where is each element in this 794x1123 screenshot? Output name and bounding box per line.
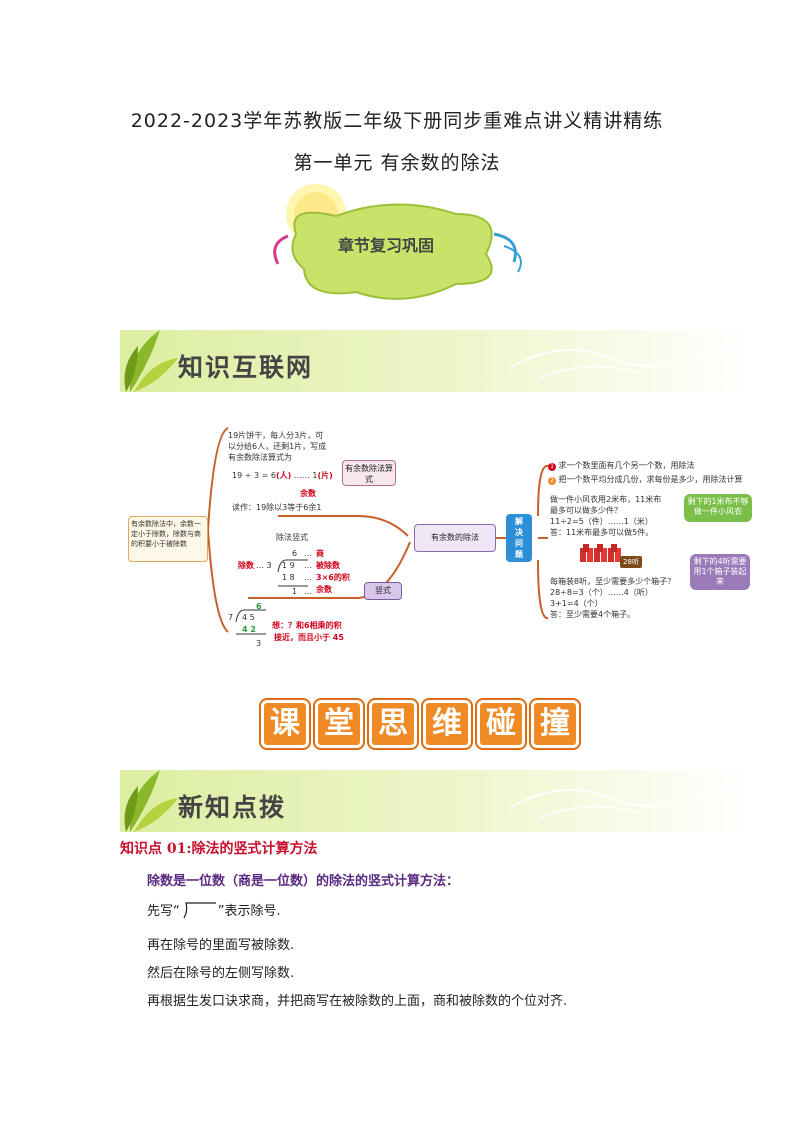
p2-line3: 3+1=4（个） [550,599,603,608]
eq-c: …… 1 [293,471,318,480]
knowledge-subtitle: 除数是一位数（商是一位数）的除法的竖式计算方法： [147,874,460,889]
p1-line4: 答：11米布最多可以做5件。 [550,528,654,537]
node-vertical: 竖式 [364,582,402,600]
bullet-2: 2 把一个数平均分成几份，求每份是多少，用除法计算 [548,474,743,485]
mind-map: 有余数除法中，余数一定小于除数，除数与商的积要小于被除数 19片饼干，每人分3片… [128,420,758,652]
label-dividend: 被除数 [316,561,340,570]
document-title: 2022-2023学年苏教版二年级下册同步重难点讲义精讲精练 [130,110,664,132]
leaf-icon [124,330,178,392]
p1-line2: 最多可以做多少件？ [550,506,622,515]
block2-title: 除法竖式 [276,533,308,542]
r-one: 1 [292,587,298,596]
block1-text: 19片饼干，每人分3片，可以分给6人，还剩1片，写成有余数除法算式为 [228,431,327,462]
line1-pre: 先写“ [147,904,180,919]
section-title-2: 新知点拨 [178,793,287,822]
char-2: 堂 [315,700,363,748]
p2-line4: 答：至少需要4个箱子。 [550,610,636,619]
char-1: 课 [261,700,309,748]
unit-title: 第一单元 有余数的除法 [293,152,501,174]
p2-line1: 每箱装8听，至少需要多少个箱子？ [550,577,676,586]
char-4: 维 [423,700,471,748]
divisor-label: 除数 [238,561,254,570]
read-as: 读作：19除以3等于6余1 [232,503,322,512]
label-remainder: 余数 [316,585,332,594]
b3-d: 4 5 [242,613,255,622]
section-banner-1 [120,330,750,392]
eq-unit-piece: (片) [317,471,333,480]
node-solve: 解决问题 [506,514,532,562]
d-19: 1 9 [282,561,295,570]
division-bracket-icon [183,902,216,919]
section-banner-2 [120,770,750,832]
left-note: 有余数除法中，余数一定小于除数，除数与商的积要小于被除数 [128,516,208,562]
node-center: 有余数的除法 [414,524,496,552]
knowledge-line3: 然后在除号的左侧写除数. [147,966,295,981]
chapter-badge-label: 章节复习巩固 [338,236,435,255]
p-18: 1 8 [282,573,295,582]
b3-p: 4 2 [242,625,256,634]
char-3: 思 [369,700,417,748]
p1-line1: 做一件小风衣用2米布，11米布 [550,495,662,504]
decorative-swirl-icon [509,347,731,379]
think-line1: 想：？和6相乘的积 [272,621,342,630]
cans-tag: 28听 [620,556,642,568]
node-formula: 有余数除法算式 [342,460,396,486]
b3-r: 3 [256,639,262,648]
label-quotient: 商 [316,549,324,558]
knowledge-line2: 再在除号的里面写被除数. [147,938,295,953]
knowledge-title: 知识点 01:除法的竖式计算方法 [120,841,318,857]
note-2: 剩下的4听需要用1个箱子装起来 [690,554,750,590]
knowledge-line4: 再根据生发口诀求商，并把商写在被除数的上面，商和被除数的个位对齐. [147,994,568,1009]
q-six: 6 [292,549,298,558]
label-product: 3×6的积 [316,573,350,582]
bullet-1: 1 求一个数里面有几个另一个数，用除法 [548,460,695,471]
decorative-swirl-icon [509,787,731,819]
classroom-banner: 课堂思维碰撞 [258,700,582,748]
p1-line3: 11÷2=5（件）……1（米） [550,517,653,526]
note-1: 剩下的1米布不够做一件小风衣 [684,494,752,522]
char-6: 撞 [531,700,579,748]
b3-divisor: 7 [228,613,234,622]
chapter-badge [273,184,522,300]
block1-equation: 19 ÷ 3 = 6(人) …… 1(片) [232,470,333,481]
section-title-1: 知识互联网 [178,353,314,382]
p2-line2: 28÷8=3（个）……4（听） [550,588,653,597]
b3-q: 6 [256,602,262,611]
leaf-icon [124,770,178,832]
knowledge-line1: 先写“ ”表示除号. [147,900,281,919]
cans-icon [580,544,621,562]
char-5: 碰 [477,700,525,748]
bullet-1-text: 求一个数里面有几个另一个数，用除法 [558,461,695,470]
eq-unit-people: (人) [275,471,292,480]
line1-post: ”表示除号. [217,904,281,919]
eq-a: 19 ÷ 3 = 6 [232,471,276,480]
bullet-2-text: 把一个数平均分成几份，求每份是多少，用除法计算 [558,475,743,484]
think-line2: 接近，而且小于 45 [274,633,344,642]
remainder-label: 余数 [300,489,316,498]
